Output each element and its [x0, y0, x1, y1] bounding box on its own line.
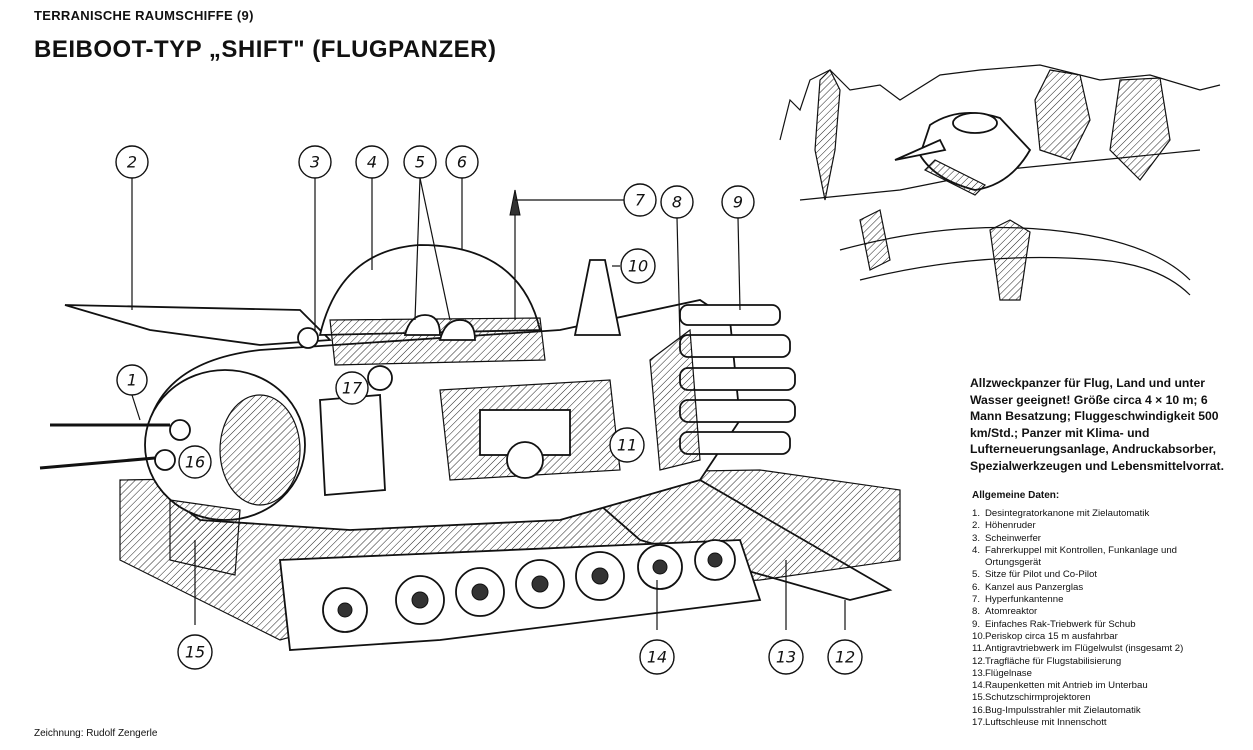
svg-text:16: 16	[185, 453, 205, 472]
svg-text:13: 13	[776, 648, 796, 667]
spec-item: 14.Raupenketten mit Antrieb im Unterbau	[972, 680, 1234, 692]
spec-item: 6. Kanzel aus Panzerglas	[972, 582, 1234, 594]
callout-7: 7	[623, 183, 657, 217]
spec-number: 1.	[972, 508, 981, 519]
spec-item: 2. Höhenruder	[972, 520, 1234, 532]
svg-text:2: 2	[127, 153, 137, 172]
callout-5: 5	[403, 145, 437, 179]
spec-text: Hyperfunkantenne	[985, 594, 1064, 606]
spec-number: 14.	[972, 680, 986, 692]
spec-number: 4.	[972, 544, 981, 556]
spec-number: 8.	[972, 606, 981, 618]
spec-item: 15.Schutzschirmprojektoren	[972, 692, 1234, 704]
spec-item: 5. Sitze für Pilot und Co-Pilot	[972, 569, 1234, 581]
svg-text:8: 8	[672, 193, 682, 212]
spec-text: Kanzel aus Panzerglas	[985, 581, 1084, 593]
callout-14: 14	[639, 639, 675, 675]
callout-1: 1	[116, 364, 148, 396]
spec-number: 16.	[972, 704, 986, 716]
callout-3: 3	[298, 145, 332, 179]
callout-2: 2	[115, 145, 149, 179]
svg-text:15: 15	[185, 643, 205, 662]
svg-text:5: 5	[415, 153, 425, 172]
callout-15: 15	[177, 634, 213, 670]
svg-text:10: 10	[628, 257, 648, 276]
spec-item: 10.Periskop circa 15 m ausfahrbar	[972, 631, 1234, 643]
spec-text: Scheinwerfer	[985, 532, 1041, 544]
svg-text:17: 17	[342, 379, 363, 398]
spec-number: 3.	[972, 532, 981, 544]
svg-text:14: 14	[647, 648, 667, 667]
svg-text:1: 1	[127, 371, 137, 390]
spec-text: Desintegratorkanone mit Zielautomatik	[985, 508, 1150, 519]
spec-item: 8. Atomreaktor	[972, 606, 1234, 618]
spec-item: 3. Scheinwerfer	[972, 533, 1234, 545]
spec-number: 13.	[972, 667, 986, 679]
vehicle-cutaway	[39, 189, 901, 651]
callout-10: 10	[620, 248, 656, 284]
callout-9: 9	[721, 185, 755, 219]
callout-6: 6	[445, 145, 479, 179]
spec-number: 5.	[972, 569, 981, 581]
spec-item: 1. Desintegratorkanone mit Zielautomatik	[972, 508, 1234, 520]
svg-text:12: 12	[835, 648, 855, 667]
callout-8: 8	[660, 185, 694, 219]
spec-text: Schutzschirmprojektoren	[985, 692, 1091, 704]
vehicle-description: Allzweckpanzer für Flug, Land und unter …	[970, 376, 1224, 473]
spec-number: 11.	[972, 643, 985, 655]
spec-text: Luftschleuse mit Innenschott	[985, 717, 1107, 729]
spec-item: 16.Bug-Impulsstrahler mit Zielautomatik	[972, 705, 1234, 717]
svg-text:6: 6	[457, 153, 467, 172]
spec-text: Tragfläche für Flugstabilisierung	[985, 655, 1122, 667]
spec-item: 12.Tragfläche für Flugstabilisierung	[972, 656, 1234, 668]
spec-text: Einfaches Rak-Triebwerk für Schub	[985, 618, 1136, 630]
callout-4: 4	[355, 145, 389, 179]
spec-item: 13.Flügelnase	[972, 668, 1234, 680]
spec-item: 11.Antigravtriebwerk im Flügelwulst (ins…	[972, 643, 1234, 655]
callout-16: 16	[178, 445, 212, 479]
leader-lines	[131, 177, 846, 630]
spec-number: 9.	[972, 618, 981, 630]
callout-17: 17	[335, 371, 369, 405]
spec-text: Periskop circa 15 m ausfahrbar	[985, 630, 1118, 642]
spec-text: Fahrerkuppel mit Kontrollen, Funkanlage …	[985, 544, 1177, 569]
series-title: TERRANISCHE RAUMSCHIFFE (9)	[34, 8, 254, 23]
artist-credit: Zeichnung: Rudolf Zengerle	[34, 728, 158, 739]
spec-text: Sitze für Pilot und Co-Pilot	[985, 569, 1097, 581]
spec-item: 7. Hyperfunkantenne	[972, 594, 1234, 606]
landscape-inset	[779, 64, 1221, 301]
spec-text: Höhenruder	[985, 520, 1036, 532]
spec-item: 4. Fahrerkuppel mit Kontrollen, Funkanlag…	[972, 545, 1234, 570]
callout-11: 11	[609, 427, 645, 463]
callout-12: 12	[827, 639, 863, 675]
spec-text: Raupenketten mit Antrieb im Unterbau	[985, 680, 1148, 692]
spec-text: Antigravtriebwerk im Flügelwulst (insges…	[985, 643, 1184, 655]
spec-item: 17.Luftschleuse mit Innenschott	[972, 717, 1234, 729]
callout-13: 13	[768, 639, 804, 675]
road-wheels	[322, 539, 736, 633]
shift-vehicle-inset	[894, 112, 1032, 196]
spec-number: 2.	[972, 520, 981, 532]
spec-text: Atomreaktor	[985, 606, 1038, 618]
svg-text:11: 11	[617, 436, 637, 455]
spec-text: Bug-Impulsstrahler mit Zielautomatik	[985, 704, 1141, 716]
svg-text:3: 3	[310, 153, 320, 172]
spec-number: 6.	[972, 581, 981, 593]
rocket-engines	[649, 304, 796, 471]
spec-number: 7.	[972, 594, 981, 606]
spec-number: 17.	[972, 717, 986, 729]
spec-number: 10.	[972, 630, 986, 642]
page-title: BEIBOOT-TYP „SHIFT" (FLUGPANZER)	[34, 36, 497, 63]
spec-number: 12.	[972, 655, 986, 667]
spec-text: Flügelnase	[985, 667, 1032, 679]
spec-heading: Allgemeine Daten:	[972, 490, 1060, 501]
svg-text:9: 9	[733, 193, 743, 212]
svg-text:7: 7	[635, 191, 646, 210]
svg-text:4: 4	[367, 153, 377, 172]
spec-number: 15.	[972, 692, 986, 704]
spec-item: 9. Einfaches Rak-Triebwerk für Schub	[972, 619, 1234, 631]
